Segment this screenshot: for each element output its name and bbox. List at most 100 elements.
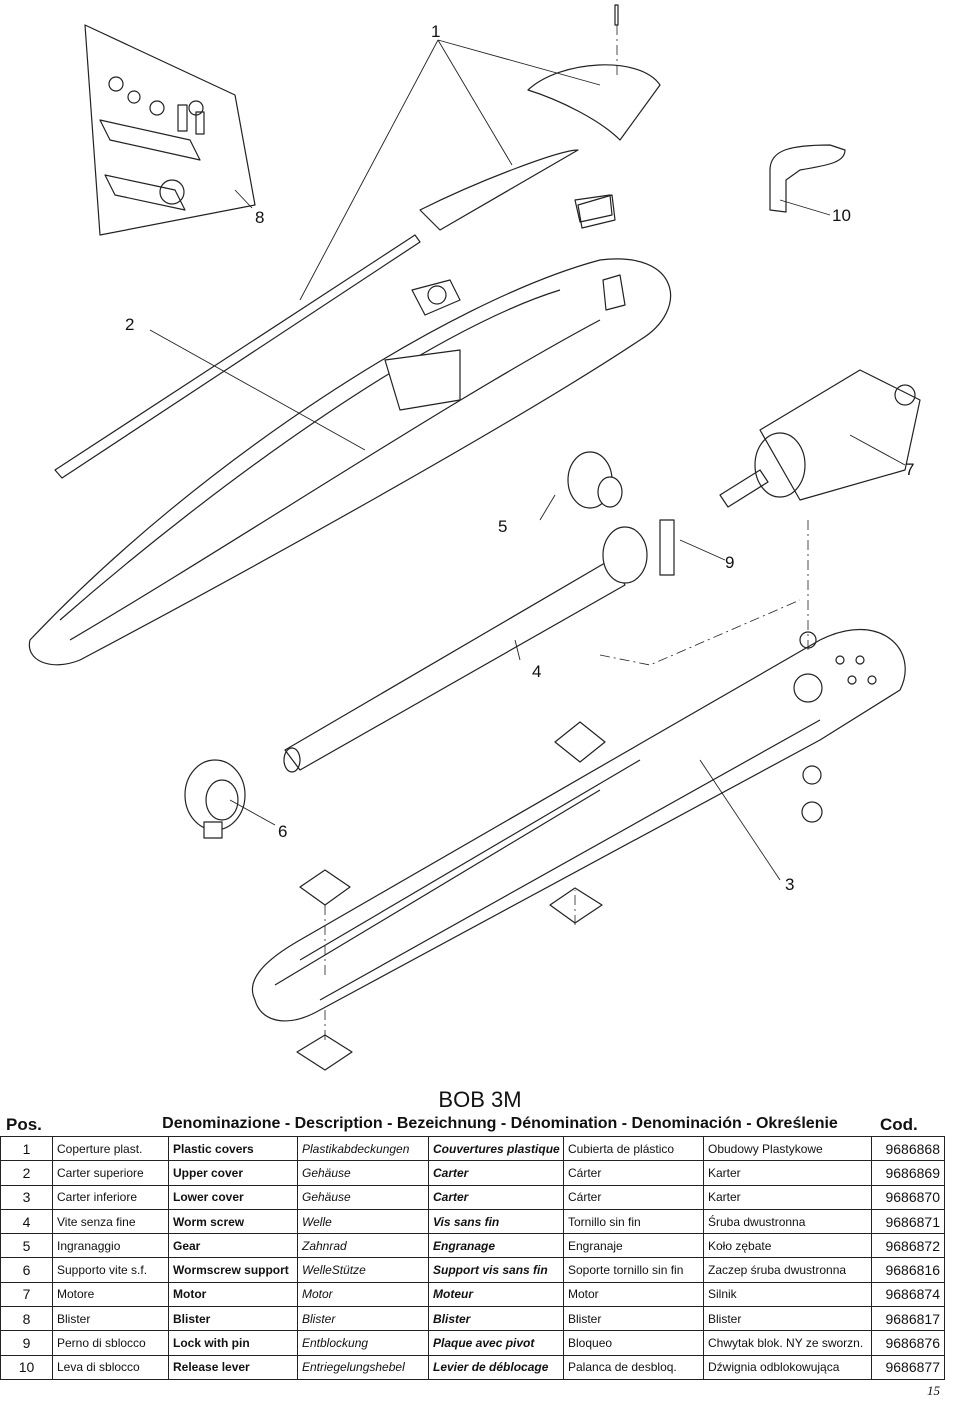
callout-5: 5 (498, 517, 508, 536)
cell-cod: 9686876 (871, 1330, 945, 1356)
cell-it: Carter inferiore (52, 1184, 169, 1210)
cell-en: Release lever (168, 1354, 298, 1380)
cell-fr: Carter (428, 1160, 564, 1186)
cell-fr: Carter (428, 1184, 564, 1210)
cell-pl: Blister (703, 1306, 872, 1332)
blister-pads (296, 4, 823, 1071)
wormscrew-support (184, 759, 246, 839)
cell-de: Entblockung (297, 1330, 429, 1356)
page-number: 15 (927, 1383, 940, 1398)
cell-es: Blister (563, 1306, 704, 1332)
callout-10: 10 (832, 206, 851, 225)
header-description: Denominazione - Description - Bezeichnun… (162, 1115, 838, 1132)
cell-fr: Couvertures plastique (428, 1135, 564, 1162)
cell-pos: 3 (0, 1184, 53, 1210)
cell-cod: 9686868 (871, 1135, 945, 1162)
parts-list-title: BOB 3M (438, 1087, 522, 1112)
cell-it: Vite senza fine (52, 1208, 169, 1235)
cell-de: WelleStütze (297, 1257, 429, 1283)
cell-it: Motore (52, 1281, 169, 1308)
blister-panel (84, 24, 256, 236)
upper-cover (28, 64, 672, 666)
lock-pin (659, 519, 675, 576)
callout-2: 2 (125, 315, 135, 334)
cell-pos: 1 (0, 1135, 53, 1162)
cell-cod: 9686877 (871, 1354, 945, 1380)
callout-8: 8 (255, 208, 265, 227)
cell-de: Blister (297, 1306, 429, 1332)
cell-pos: 2 (0, 1160, 53, 1186)
alignment-lines (324, 25, 809, 1040)
cell-it: Coperture plast. (52, 1135, 169, 1162)
cell-pl: Chwytak blok. NY ze sworzn. (703, 1330, 872, 1356)
cell-pl: Silnik (703, 1281, 872, 1308)
cell-fr: Plaque avec pivot (428, 1330, 564, 1356)
cell-fr: Moteur (428, 1281, 564, 1308)
release-lever (769, 144, 846, 213)
cell-pl: Śruba dwustronna (703, 1208, 872, 1235)
cell-fr: Engranage (428, 1233, 564, 1259)
cell-it: Blister (52, 1306, 169, 1332)
cell-pos: 6 (0, 1257, 53, 1283)
cell-it: Carter superiore (52, 1160, 169, 1186)
cell-cod: 9686871 (871, 1208, 945, 1235)
cell-es: Cárter (563, 1184, 704, 1210)
motor (719, 369, 921, 508)
cell-de: Gehäuse (297, 1184, 429, 1210)
callout-3: 3 (785, 875, 795, 894)
cell-it: Perno di sblocco (52, 1330, 169, 1356)
cell-de: Motor (297, 1281, 429, 1308)
callout-9: 9 (725, 553, 735, 572)
cell-pos: 7 (0, 1281, 53, 1308)
cell-en: Gear (168, 1233, 298, 1259)
leader-lines (149, 39, 906, 881)
cell-it: Leva di sblocco (52, 1354, 169, 1380)
cell-en: Motor (168, 1281, 298, 1308)
cell-en: Lock with pin (168, 1330, 298, 1356)
cell-de: Zahnrad (297, 1233, 429, 1259)
cell-es: Cárter (563, 1160, 704, 1186)
cell-cod: 9686872 (871, 1233, 945, 1259)
cell-es: Soporte tornillo sin fin (563, 1257, 704, 1283)
cell-pl: Karter (703, 1184, 872, 1210)
cell-cod: 9686817 (871, 1306, 945, 1332)
cell-de: Entriegelungshebel (297, 1354, 429, 1380)
callout-1: 1 (431, 22, 441, 41)
cell-es: Bloqueo (563, 1330, 704, 1356)
cell-fr: Blister (428, 1306, 564, 1332)
cell-it: Supporto vite s.f. (52, 1257, 169, 1283)
cell-it: Ingranaggio (52, 1233, 169, 1259)
cell-en: Lower cover (168, 1184, 298, 1210)
cell-en: Worm screw (168, 1208, 298, 1235)
callout-7: 7 (905, 460, 915, 479)
callout-6: 6 (278, 822, 288, 841)
cell-cod: 9686870 (871, 1184, 945, 1210)
worm-screw (283, 526, 648, 773)
cell-cod: 9686816 (871, 1257, 945, 1283)
cell-pl: Koło zębate (703, 1233, 872, 1259)
cell-es: Engranaje (563, 1233, 704, 1259)
lower-cover (251, 628, 906, 1022)
gear (567, 451, 623, 509)
cell-pos: 10 (0, 1354, 53, 1380)
cell-es: Cubierta de plástico (563, 1135, 704, 1162)
cell-cod: 9686869 (871, 1160, 945, 1186)
cell-cod: 9686874 (871, 1281, 945, 1308)
cell-pl: Zaczep śruba dwustronna (703, 1257, 872, 1283)
cell-es: Motor (563, 1281, 704, 1308)
cell-pl: Karter (703, 1160, 872, 1186)
cell-es: Palanca de desbloq. (563, 1354, 704, 1380)
cell-pl: Obudowy Plastykowe (703, 1135, 872, 1162)
header-code: Cod. (880, 1115, 918, 1134)
cell-pl: Dźwignia odblokowująca (703, 1354, 872, 1380)
